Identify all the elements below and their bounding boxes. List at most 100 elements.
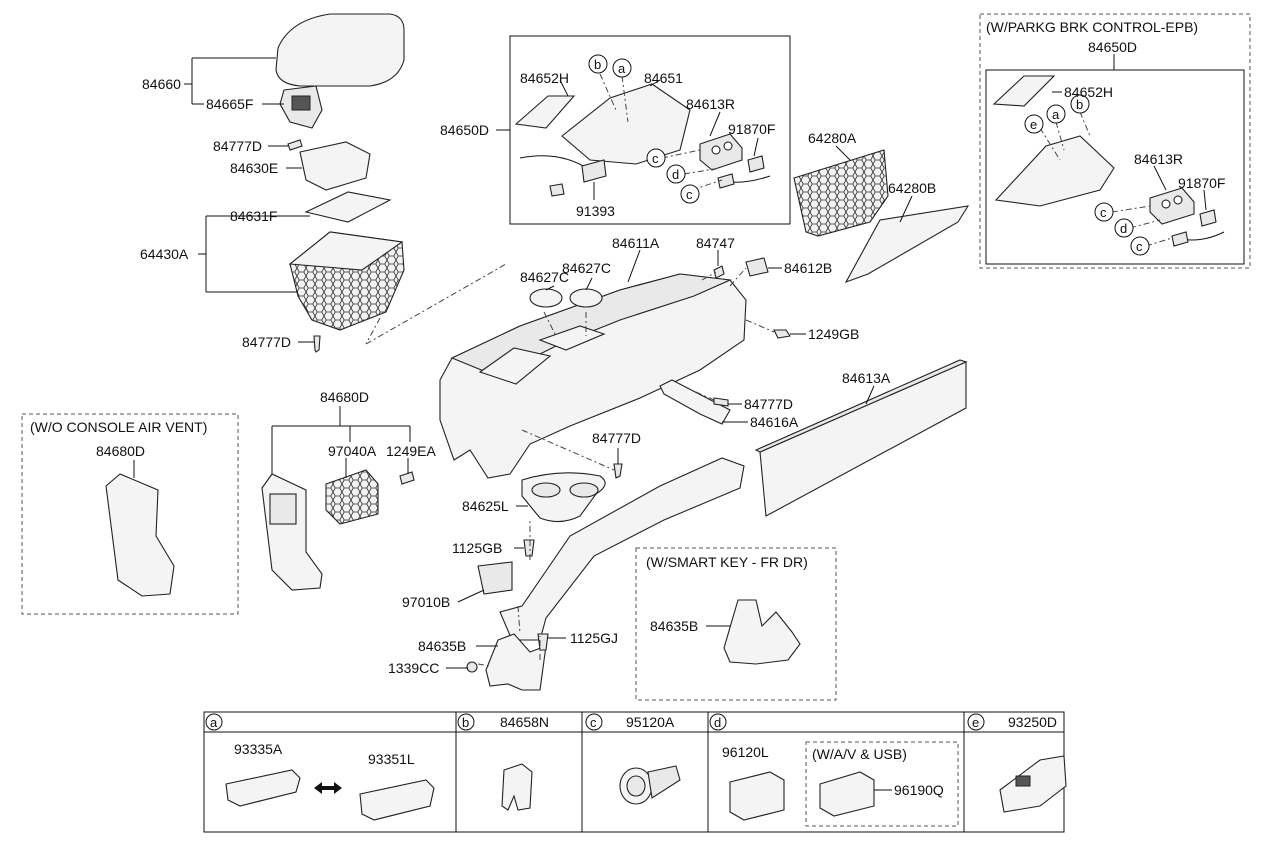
legend-callout-b bbox=[457, 713, 475, 731]
svg-text:c: c bbox=[652, 151, 659, 166]
svg-text:d: d bbox=[672, 167, 679, 182]
label-1125GJ: 1125GJ bbox=[570, 630, 618, 646]
label-84611A: 84611A bbox=[612, 235, 660, 251]
label-84613A: 84613A bbox=[842, 370, 891, 386]
screw-84777D-bottom bbox=[313, 335, 321, 353]
harness-plug bbox=[549, 183, 565, 197]
rear-cover-group: 84680D 97040A 1249EA bbox=[261, 389, 436, 591]
legend-callout-d bbox=[709, 713, 727, 731]
screw-1249GB bbox=[773, 329, 791, 339]
duct-outlet bbox=[477, 561, 513, 595]
jack-96120L bbox=[729, 771, 785, 821]
label-84652H: 84652H bbox=[520, 70, 569, 86]
label-84612B: 84612B bbox=[784, 260, 832, 276]
side-covers-group: 64280A 64280B bbox=[793, 130, 970, 284]
label-84613R: 84613R bbox=[686, 96, 735, 112]
epb-switch-84613R bbox=[1149, 187, 1195, 225]
side-trim-top bbox=[754, 359, 968, 453]
epb-option-box bbox=[979, 13, 1251, 269]
legend-96120L: 96120L bbox=[722, 744, 769, 760]
label-84777D-c: 84777D bbox=[744, 396, 793, 412]
legend-callout-c bbox=[585, 713, 603, 731]
screw-84777D-d bbox=[613, 463, 623, 479]
bracket-84635B bbox=[485, 633, 547, 691]
legend-93351L: 93351L bbox=[368, 751, 415, 767]
svg-text:c: c bbox=[686, 187, 693, 202]
smart-key-title: (W/SMART KEY - FR DR) bbox=[646, 554, 808, 570]
epb-option-group: b a e c d c (W/PARKG BRK CONTROL-EPB) 84… bbox=[979, 13, 1251, 269]
label-84777D-b: 84777D bbox=[242, 334, 291, 350]
legend-av-usb-title: (W/A/V & USB) bbox=[812, 746, 907, 762]
callout-c-shift-2 bbox=[680, 184, 700, 204]
label-84627C-b: 84627C bbox=[562, 260, 611, 276]
shift-panel-group: b a c d c 84650D 84652H 84651 84613R 918… bbox=[440, 35, 791, 225]
svg-text:e: e bbox=[972, 715, 979, 730]
cup-a bbox=[531, 482, 561, 498]
label-84777D-a: 84777D bbox=[213, 138, 262, 154]
epb-title: (W/PARKG BRK CONTROL-EPB) bbox=[986, 19, 1198, 35]
label-64280A: 64280A bbox=[808, 130, 857, 146]
label-epb-84613R: 84613R bbox=[1134, 151, 1183, 167]
console-box-rim bbox=[288, 231, 404, 271]
svg-text:c: c bbox=[1100, 205, 1107, 220]
label-84631F: 84631F bbox=[230, 208, 277, 224]
rear-cover-opening bbox=[269, 493, 297, 525]
label-64280B: 64280B bbox=[888, 180, 936, 196]
callout-a-shift bbox=[612, 58, 632, 78]
callout-c-epb-2 bbox=[1130, 236, 1150, 256]
harness-91393 bbox=[581, 159, 607, 183]
main-console-group: 84627C 84627C 84611A 84747 84612B 1249GB… bbox=[388, 235, 968, 691]
screw-84777D-top bbox=[287, 139, 303, 151]
label-84660: 84660 bbox=[142, 76, 181, 92]
epb-trim-84652H bbox=[992, 75, 1056, 107]
vent-97040A bbox=[325, 469, 379, 525]
wo-vent-box bbox=[21, 413, 239, 615]
svg-text:a: a bbox=[618, 61, 626, 76]
screw-84777D-c bbox=[713, 397, 729, 407]
screw-1249EA bbox=[399, 471, 415, 485]
epb-plug bbox=[1171, 231, 1189, 247]
wo-vent-group: (W/O CONSOLE AIR VENT) 84680D bbox=[21, 413, 239, 615]
armrest-lid bbox=[275, 13, 405, 87]
jack-96190Q bbox=[819, 771, 875, 817]
panel-84651 bbox=[561, 83, 691, 165]
label-84777D-d: 84777D bbox=[592, 430, 641, 446]
label-wo-vent-84680D: 84680D bbox=[96, 443, 145, 459]
legend-table: a 93335A 93351L b 84658N c 95120A d 9612… bbox=[203, 711, 1067, 833]
legend-93335A: 93335A bbox=[234, 741, 283, 757]
label-84630E: 84630E bbox=[230, 160, 278, 176]
label-84635B: 84635B bbox=[418, 638, 466, 654]
svg-text:b: b bbox=[594, 57, 601, 72]
label-1249GB: 1249GB bbox=[808, 326, 859, 342]
callout-a-epb bbox=[1046, 104, 1066, 124]
label-97010B: 97010B bbox=[402, 594, 450, 610]
svg-text:c: c bbox=[590, 715, 597, 730]
label-1249EA: 1249EA bbox=[386, 443, 436, 459]
label-smart-key-84635B: 84635B bbox=[650, 618, 698, 634]
label-84616A: 84616A bbox=[750, 414, 799, 430]
callout-d-epb bbox=[1114, 218, 1134, 238]
wo-vent-title: (W/O CONSOLE AIR VENT) bbox=[30, 419, 207, 435]
switch-93250D bbox=[999, 755, 1067, 813]
label-epb-84652H: 84652H bbox=[1064, 84, 1113, 100]
switch-93351L bbox=[359, 779, 435, 821]
callout-b-epb bbox=[1070, 94, 1090, 114]
callout-e-epb bbox=[1024, 114, 1044, 134]
label-84625L: 84625L bbox=[462, 498, 509, 514]
smart-key-bracket bbox=[723, 599, 801, 665]
legend-callout-e bbox=[967, 713, 985, 731]
cover-64280A bbox=[793, 149, 889, 237]
storage-tray bbox=[299, 141, 371, 191]
label-91870F: 91870F bbox=[728, 121, 775, 137]
svg-text:d: d bbox=[714, 715, 721, 730]
cup-insert-84627C-a bbox=[529, 288, 563, 308]
switch-84613R bbox=[699, 133, 743, 171]
armrest-group: 84660 84665F 84777D 84630E 84631F 64430A… bbox=[140, 13, 507, 353]
svg-text:a: a bbox=[210, 715, 218, 730]
bracket-84616A bbox=[659, 379, 731, 425]
legend-84658N: 84658N bbox=[500, 714, 549, 730]
label-epb-91870F: 91870F bbox=[1178, 175, 1225, 191]
svg-text:b: b bbox=[462, 715, 469, 730]
epb-connector bbox=[1199, 209, 1217, 227]
cover-64280B bbox=[844, 205, 970, 284]
